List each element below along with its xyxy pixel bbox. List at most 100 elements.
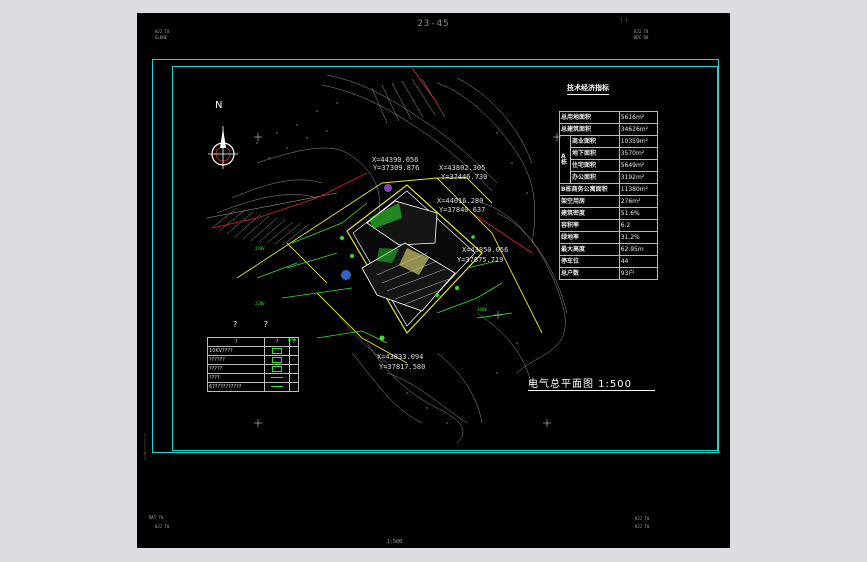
legend-note-cell bbox=[288, 373, 300, 383]
legend-note-cell bbox=[288, 346, 300, 356]
tech-table-label: 总用地面积 bbox=[559, 111, 620, 124]
tech-table-value: 31.2% bbox=[618, 231, 659, 244]
box-symbol-icon bbox=[272, 365, 283, 372]
north-arrow-icon bbox=[208, 126, 238, 169]
drawing-number: 23-45 bbox=[417, 19, 450, 29]
coordinate-label: Y=37817.580 bbox=[379, 363, 426, 371]
tech-table-label: 停车位 bbox=[559, 255, 620, 268]
tech-table-value: 5649m² bbox=[618, 159, 659, 172]
coordinate-label: Y=37840.637 bbox=[439, 206, 486, 214]
legend-row: 6??????????? bbox=[206, 382, 300, 392]
tech-table-label: 商业面积 bbox=[570, 135, 620, 148]
coordinate-label: X=44390.056 bbox=[372, 156, 419, 164]
tech-table-value: 276m² bbox=[618, 195, 659, 208]
corner-note: ? ? bbox=[620, 18, 628, 23]
svg-text:220V: 220V bbox=[255, 246, 265, 251]
site-block bbox=[340, 184, 483, 341]
tech-table-label: 办公面积 bbox=[570, 171, 620, 184]
tech-table-label: B栋商务公寓面积 bbox=[559, 183, 620, 196]
tech-table-value: 51.6% bbox=[618, 207, 659, 220]
legend-title: ? ? bbox=[233, 320, 281, 329]
coordinate-label: X=43802.305 bbox=[439, 164, 486, 172]
tech-table-value: 3192m² bbox=[618, 171, 659, 184]
legend-symbol-cell bbox=[264, 364, 290, 374]
tech-table-label: 最大高度 bbox=[559, 243, 620, 256]
coordinate-label: X=43833.094 bbox=[377, 353, 424, 361]
box-symbol-icon bbox=[272, 356, 283, 363]
tech-table-value: 62.95m bbox=[618, 243, 659, 256]
corner-note: HJ2 T8 bbox=[155, 29, 170, 34]
svg-text:380V: 380V bbox=[477, 307, 487, 312]
tech-table-label: 地下面积 bbox=[570, 147, 620, 160]
road-red-lines bbox=[211, 67, 533, 254]
tech-table-value: 44 bbox=[618, 255, 659, 268]
tech-table-label: 建筑密度 bbox=[559, 207, 620, 220]
tech-table-value: 6.2 bbox=[618, 219, 659, 232]
legend-header-cell: ? bbox=[206, 337, 266, 347]
terrain-dots bbox=[256, 102, 538, 424]
coordinate-label: X=44016.280 bbox=[437, 197, 484, 205]
legend-item-name: 10KV???? bbox=[206, 346, 266, 356]
terrain-hatch-left bbox=[206, 192, 338, 246]
svg-text:220V: 220V bbox=[255, 301, 265, 306]
legend-row: 10KV???? bbox=[206, 346, 300, 356]
legend-row: ????? bbox=[206, 364, 300, 374]
scale-note: 1:500 bbox=[387, 539, 403, 545]
inner-frame bbox=[172, 66, 718, 451]
plan-caption: 电气总平面图 1:500 bbox=[528, 379, 632, 390]
coordinate-label: Y=37675.719 bbox=[457, 256, 504, 264]
legend-header-row: ??? bbox=[206, 337, 300, 347]
tech-table-label: 总建筑面积 bbox=[559, 123, 620, 136]
corner-note: ELKNE bbox=[155, 35, 168, 40]
legend-row: ?????? bbox=[206, 355, 300, 365]
outer-frame bbox=[152, 59, 719, 453]
tech-table-value: 10359m² bbox=[618, 135, 659, 148]
legend-item-name: 6??????????? bbox=[206, 382, 266, 392]
site-plan-drawing: 220V 220V 10KV 380V bbox=[143, 67, 568, 461]
legend-item-name: ???? bbox=[206, 373, 266, 383]
tech-table-value: 34626m² bbox=[618, 123, 659, 136]
corner-note: RJ2 T8 bbox=[635, 524, 650, 529]
legend-symbol-cell bbox=[264, 346, 290, 356]
legend-item-name: ????? bbox=[206, 364, 266, 374]
legend-table: ???10KV???????????????????6??????????? bbox=[206, 337, 300, 392]
line-symbol-icon bbox=[271, 386, 284, 387]
legend-header-cell: ? bbox=[264, 337, 290, 347]
coordinate-label: Y=37309.876 bbox=[373, 164, 420, 172]
legend-symbol-cell bbox=[264, 373, 290, 383]
legend-note-cell bbox=[288, 364, 300, 374]
tech-table-value: 5616m² bbox=[618, 111, 659, 124]
tech-table-label: 绿地率 bbox=[559, 231, 620, 244]
coordinate-label: X=43850.056 bbox=[462, 246, 509, 254]
legend-header-cell: ? bbox=[288, 337, 300, 347]
tech-table-label: 住宅面积 bbox=[570, 159, 620, 172]
legend-note-cell bbox=[288, 355, 300, 365]
corner-note: RDC D8 bbox=[634, 35, 649, 40]
corner-note: RJ2 T8 bbox=[635, 516, 650, 521]
legend-row: ???? bbox=[206, 373, 300, 383]
drawing-sheet: 23-45 HJ2 T8 ELKNE ? ? KJ2 T8 RDC D8 MAT… bbox=[137, 13, 730, 548]
tech-table-label: 总户数 bbox=[559, 267, 620, 280]
corner-note: KJ2 T8 bbox=[634, 29, 649, 34]
legend-symbol-cell bbox=[264, 355, 290, 365]
tech-table-value: 11380m² bbox=[618, 183, 659, 196]
tech-table-title: 技术经济指标 bbox=[567, 83, 609, 95]
legend-note-cell bbox=[288, 382, 300, 392]
coordinate-label: Y=37446.730 bbox=[441, 173, 488, 181]
box-symbol-icon bbox=[272, 347, 283, 354]
corner-note: MAT T8 bbox=[149, 515, 164, 520]
corner-note: BJ2 T8 bbox=[155, 524, 170, 529]
legend-item-name: ?????? bbox=[206, 355, 266, 365]
legend-symbol-cell bbox=[264, 382, 290, 392]
electrical-routes bbox=[256, 202, 513, 344]
